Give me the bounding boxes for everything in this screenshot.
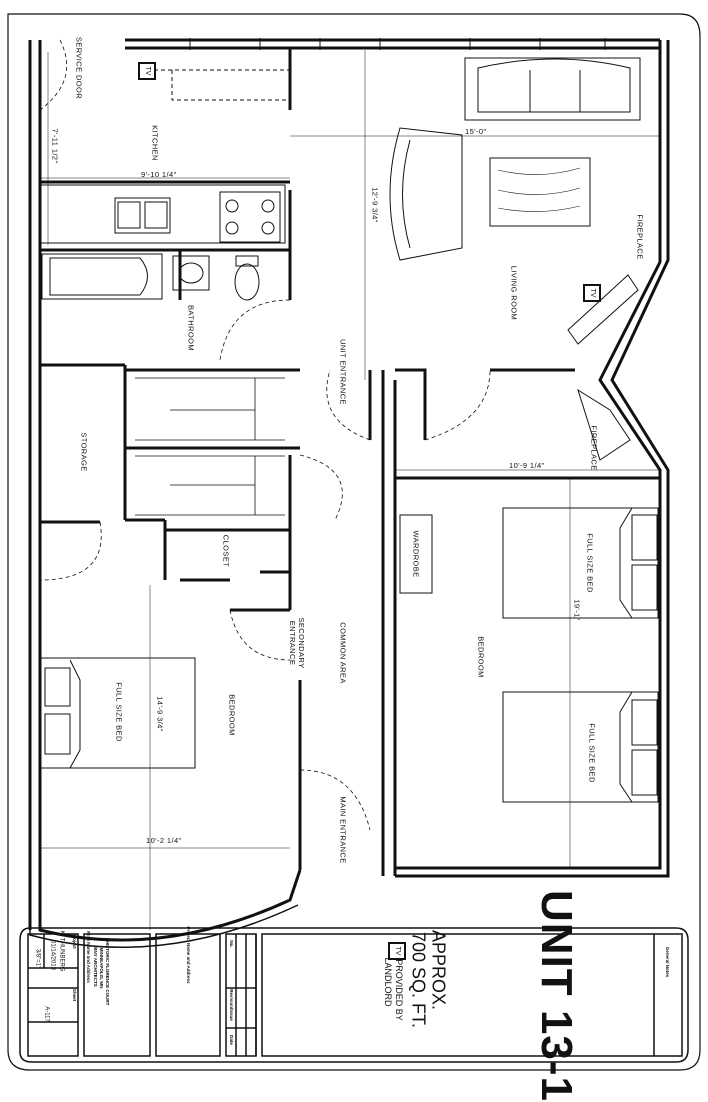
bath-fixtures — [41, 253, 260, 301]
revision-issue-label: Revision/Issue — [229, 989, 234, 1021]
kitchen-fixtures — [39, 69, 290, 244]
unit-title: UNIT 13-1 — [532, 890, 581, 1102]
door-swings — [39, 39, 491, 831]
project-value: K. THUNBERG — [58, 930, 65, 972]
tv-top-icon: TV — [138, 62, 156, 80]
general-notes-label: General Notes — [665, 946, 670, 978]
bedroom-right-label: BEDROOM — [476, 636, 486, 678]
beds — [39, 507, 659, 803]
sheet-border — [7, 13, 701, 1071]
approx-line1: APPROX. — [428, 929, 449, 1011]
revision-no-label: No. — [229, 940, 234, 948]
dim-bedroom-right-width: 10'-9 1/4" — [509, 461, 545, 470]
dim-bedroom-left-width: 10'-2 1/4" — [146, 836, 182, 845]
bed-right-bottom-label: FULL SIZE BED — [587, 723, 597, 783]
living-room-label: LIVING ROOM — [509, 265, 519, 321]
kitchen-label: KITCHEN — [150, 125, 160, 161]
project-field-label: Project — [72, 933, 77, 949]
wardrobe-label: WARDROBE — [411, 530, 421, 578]
dim-kitchen-width: 9'-10 1/4" — [141, 170, 177, 179]
dim-bedroom-left-length: 14'-9 3/4" — [155, 696, 165, 732]
firm-line1: HISTORIC FLORENCE COURT — [105, 940, 110, 1006]
unit-entrance-label: UNIT ENTRANCE — [338, 339, 348, 405]
title-block-frame — [19, 927, 689, 1063]
dim-living-width: 15'-0" — [465, 127, 487, 136]
main-entrance-label: MAIN ENTRANCE — [338, 796, 348, 864]
fireplace-upper-label: FIREPLACE — [635, 214, 645, 260]
sheet-value: A-117 — [43, 1006, 50, 1022]
scale-value: 3/8"=1' — [34, 948, 41, 968]
provided-line2: LANDLORD — [383, 957, 393, 1007]
service-door-label: SERVICE DOOR — [74, 36, 84, 100]
living-furniture — [389, 57, 641, 461]
approx-line2: 700 SQ. FT. — [408, 931, 429, 1029]
dimension-lines — [40, 50, 660, 930]
dim-kitchen-depth: 7'-11 1/2" — [50, 128, 60, 164]
storage-label: STORAGE — [79, 432, 89, 472]
bathroom-label: BATHROOM — [186, 305, 196, 351]
dim-living-length: 12'-9 3/4" — [370, 187, 380, 223]
date-value: 01/14/2013 — [49, 939, 56, 971]
closet-details — [135, 377, 285, 516]
windows-top — [189, 38, 606, 50]
interior-walls — [40, 48, 660, 870]
common-area-label: COMMON AREA — [338, 622, 348, 684]
provided-line1: PROVIDED BY — [394, 959, 404, 1021]
secondary-entrance-label: SECONDARY ENTRANCE — [288, 617, 306, 669]
bedroom-left-label: BEDROOM — [227, 694, 237, 736]
bay-window — [38, 850, 302, 942]
dim-bedroom-right-length: 19'-1" — [572, 599, 582, 621]
closet-label: CLOSET — [221, 534, 231, 568]
exterior-walls — [28, 38, 670, 930]
firm-line2: MINNEAPOLIS, MN — [99, 947, 104, 989]
revision-date-label: Date — [229, 1035, 234, 1045]
bed-left-label: FULL SIZE BED — [114, 682, 124, 742]
firm-name-label: Firm Name and Address — [86, 931, 91, 983]
bed-right-top-label: FULL SIZE BED — [585, 533, 595, 593]
firm-line3: BNY ARCHITECTS — [93, 947, 98, 987]
tv-living-icon: TV — [583, 284, 601, 302]
sheet-label: Sheet — [72, 988, 77, 1002]
firm-label: Project Name and Address — [186, 926, 191, 984]
fireplace-lower-label: FIREPLACE — [589, 425, 599, 471]
